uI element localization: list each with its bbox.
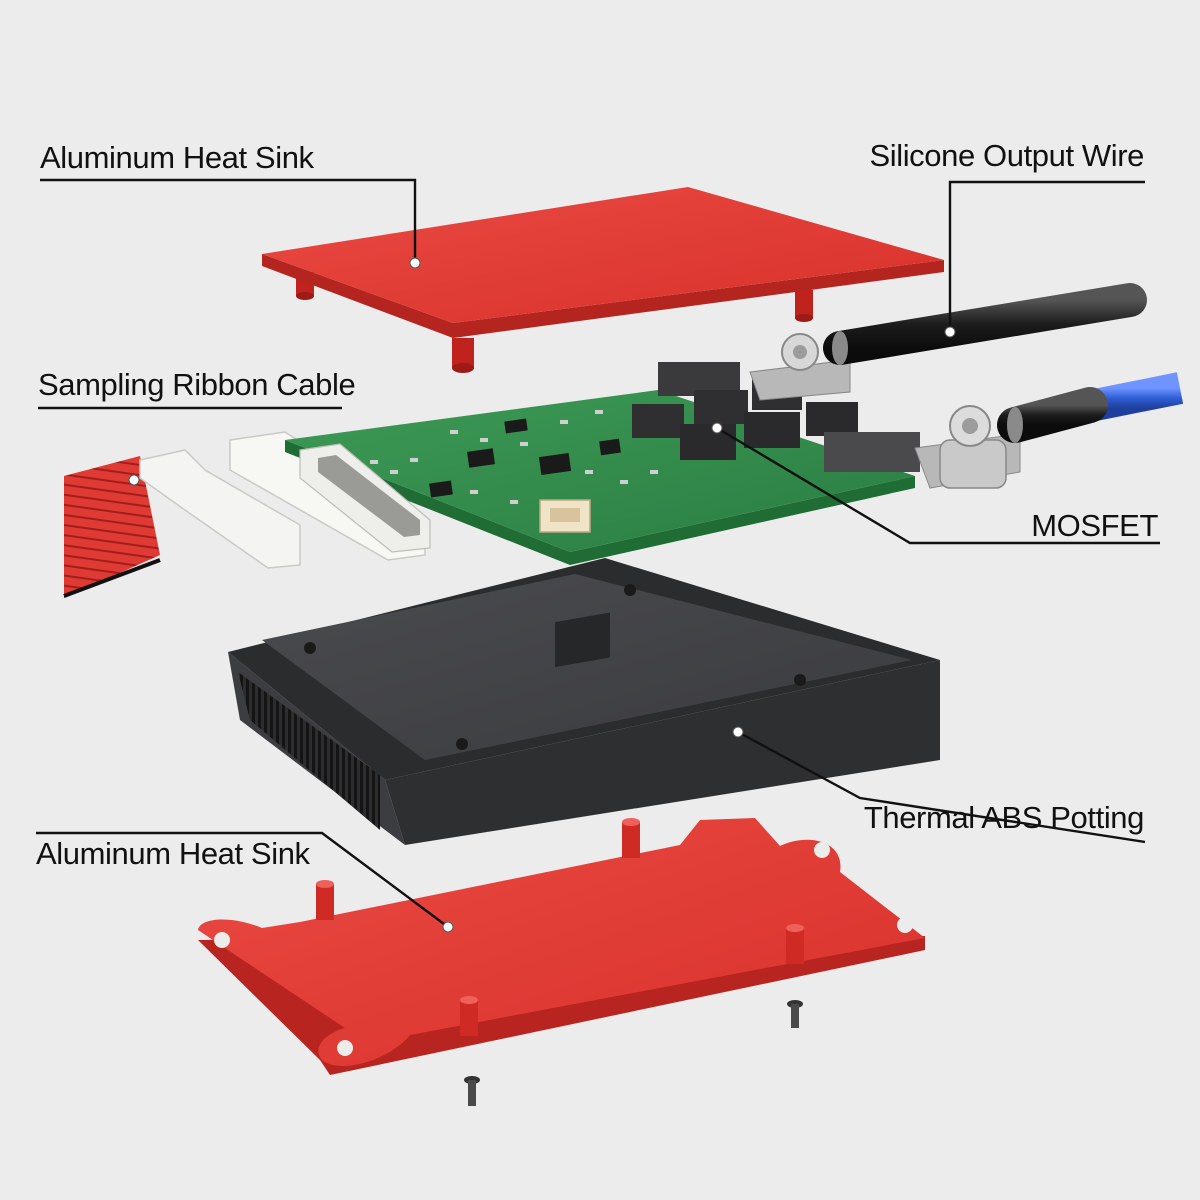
callout-dot-icon <box>409 257 421 269</box>
heat-sink-plate-edge <box>262 254 944 338</box>
ic-chip <box>467 448 495 468</box>
terminal-bottom <box>914 405 1021 489</box>
label-potting: Thermal ABS Potting <box>863 800 1145 835</box>
bottom-post <box>460 1000 478 1036</box>
label-ribbon-cable: Sampling Ribbon Cable <box>38 367 356 402</box>
bottom-heat-sink <box>198 818 925 1075</box>
bottom-post <box>786 928 804 964</box>
abs-potting-box <box>228 558 940 845</box>
leader-potting <box>737 730 1146 844</box>
bottom-plate <box>198 818 925 1066</box>
heat-sink-post-cap <box>795 314 813 322</box>
callout-dots <box>128 257 956 933</box>
ic-chip <box>538 452 572 476</box>
ribbon-connector-plug <box>139 449 301 569</box>
top-heat-sink <box>262 187 944 373</box>
callout-lines <box>36 178 1160 928</box>
ic-chip <box>429 480 453 498</box>
callout-dot-icon <box>732 726 744 738</box>
screw-icon <box>464 1076 480 1106</box>
leader-heat-bottom <box>36 831 449 928</box>
silicone-output-wires <box>823 283 1184 443</box>
callout-dot-icon <box>944 326 956 338</box>
wire-black <box>823 283 1147 365</box>
label-output-wire: Silicone Output Wire <box>869 138 1144 173</box>
heat-sink-post-cap <box>296 292 314 300</box>
leader-heat-top <box>40 178 417 263</box>
screw-icon <box>787 1000 803 1028</box>
potting-notch <box>555 612 610 668</box>
mosfet-chip <box>632 404 684 438</box>
mosfet-chip <box>806 402 858 436</box>
potting-pin-block <box>238 672 380 830</box>
mosfet-chip <box>680 424 736 460</box>
potting-hole <box>624 584 636 596</box>
ic-chip <box>504 418 528 434</box>
mosfet-chip <box>744 412 800 448</box>
bottom-post <box>622 822 640 858</box>
callout-dot-icon <box>442 921 454 933</box>
mosfet-chip <box>694 390 748 424</box>
heat-sink-post-cap <box>452 363 474 373</box>
bottom-post <box>316 884 334 920</box>
potting-side-front <box>385 660 940 845</box>
callout-dot-icon <box>128 474 140 486</box>
heat-sink-post <box>795 290 813 318</box>
pcb-header-pins <box>318 455 420 537</box>
ribbon-black-wire <box>63 558 161 598</box>
label-mosfet: MOSFET <box>1031 508 1158 543</box>
callout-dot-icon <box>711 422 723 434</box>
small-connector-slot <box>550 508 580 522</box>
leader-wire <box>948 180 1145 332</box>
leader-mosfet <box>716 426 1160 545</box>
potting-hole <box>456 738 468 750</box>
mosfet-chip <box>824 432 920 472</box>
terminal-top <box>749 333 851 401</box>
ribbon-wires <box>64 456 160 598</box>
potting-hole <box>794 674 806 686</box>
label-heat-sink-top: Aluminum Heat Sink <box>40 140 314 175</box>
pcb-board <box>285 333 1021 565</box>
heat-sink-post <box>452 338 474 368</box>
heat-sink-plate <box>262 187 944 323</box>
label-heat-sink-bottom: Aluminum Heat Sink <box>36 836 310 871</box>
wire-black-sleeve <box>997 387 1108 443</box>
potting-top <box>262 574 912 760</box>
potting-hole <box>304 642 316 654</box>
ic-chip <box>599 438 621 456</box>
